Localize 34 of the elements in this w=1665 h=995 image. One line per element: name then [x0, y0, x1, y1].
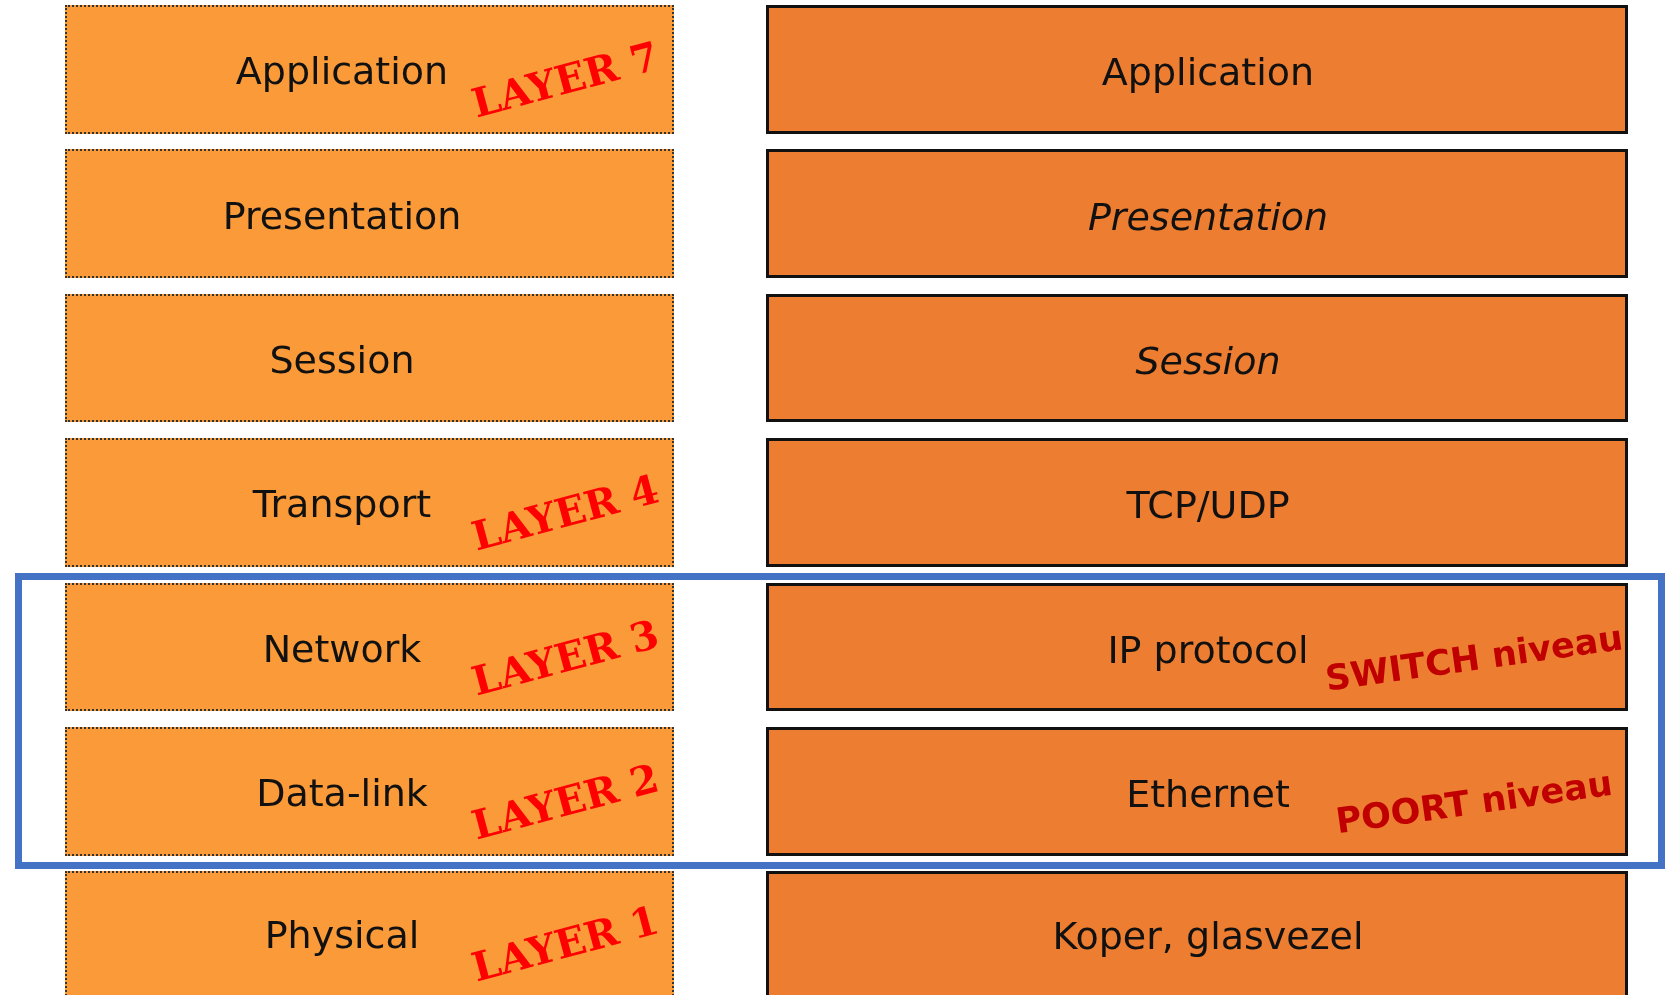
layer-name: Transport	[252, 482, 432, 527]
layer-box	[65, 149, 674, 278]
layer-number-label: LAYER 3	[466, 609, 664, 705]
layer-box	[766, 438, 1628, 567]
layer-box	[65, 727, 674, 856]
layer-box	[65, 293, 674, 423]
highlight-frame	[15, 573, 1665, 869]
layer-box	[766, 727, 1628, 856]
layer-name: Koper, glasvezel	[1052, 914, 1364, 959]
layer-box	[766, 5, 1628, 134]
layer-name: Data-link	[256, 771, 428, 816]
layer-box	[65, 5, 674, 134]
layer-number-label: LAYER 4	[466, 465, 664, 560]
layer-name: Application	[1101, 50, 1315, 95]
layer-name: Session	[269, 338, 415, 383]
layer-number-label: LAYER 2	[466, 753, 664, 849]
layer-name: Presentation	[1087, 194, 1329, 239]
level-note: SWITCH niveau	[1322, 617, 1626, 699]
layer-name: Physical	[264, 913, 420, 958]
layer-name: Presentation	[222, 193, 462, 238]
layer-name: Network	[262, 626, 422, 671]
layer-box	[766, 149, 1628, 278]
layer-name: TCP/UDP	[1126, 483, 1290, 528]
layer-box	[766, 293, 1628, 423]
layer-name: Application	[235, 49, 449, 94]
layer-box	[65, 438, 674, 567]
layer-box	[766, 582, 1628, 712]
layer-name: Ethernet	[1126, 772, 1290, 817]
layer-number-label: LAYER 7	[466, 31, 664, 127]
level-note: POORT niveau	[1333, 763, 1615, 842]
layer-box	[65, 582, 674, 712]
layer-number-label: LAYER 1	[466, 895, 664, 991]
layer-name: IP protocol	[1107, 627, 1309, 672]
layer-name: Session	[1135, 339, 1281, 384]
